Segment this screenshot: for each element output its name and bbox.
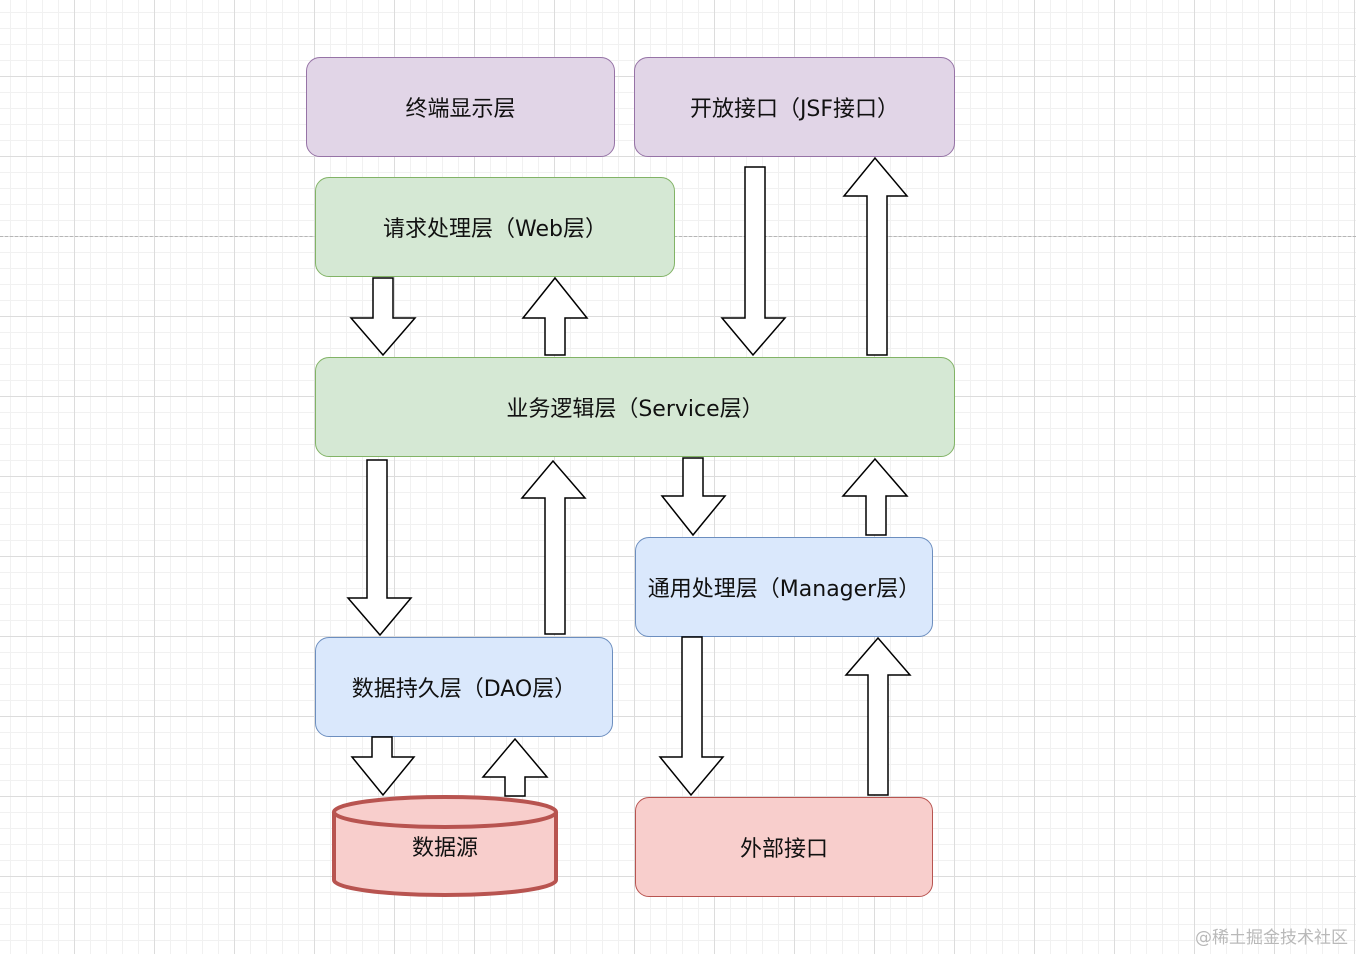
service-layer[interactable]: 业务逻辑层（Service层） (315, 357, 955, 457)
dao-layer-label: 数据持久层（DAO层） (351, 677, 577, 702)
manager-layer-label: 通用处理层（Manager层） (647, 577, 921, 602)
arrow-manager-to-external (658, 636, 725, 797)
external-interface[interactable]: 外部接口 (635, 797, 933, 897)
arrow-service-to-manager (660, 457, 727, 537)
watermark: @稀土掘金技术社区 (1195, 928, 1348, 948)
open-api-layer[interactable]: 开放接口（JSF接口） (634, 57, 955, 157)
arrow-openapi-to-service (720, 166, 787, 357)
manager-layer[interactable]: 通用处理层（Manager层） (635, 537, 933, 637)
arrow-web-to-service (349, 277, 417, 357)
web-layer[interactable]: 请求处理层（Web层） (315, 177, 675, 277)
dao-layer[interactable]: 数据持久层（DAO层） (315, 637, 613, 737)
arrow-service-to-web (521, 276, 589, 356)
terminal-display-layer-label: 终端显示层 (405, 97, 516, 122)
open-api-layer-label: 开放接口（JSF接口） (689, 97, 900, 122)
arrow-dao-to-service (520, 459, 587, 635)
terminal-display-layer[interactable]: 终端显示层 (306, 57, 615, 157)
arrow-external-to-manager (844, 636, 912, 796)
datasource-label: 数据源 (411, 836, 478, 861)
service-layer-label: 业务逻辑层（Service层） (506, 397, 764, 422)
web-layer-label: 请求处理层（Web层） (383, 217, 607, 242)
dashed-divider (0, 236, 1356, 237)
arrow-datasource-to-dao (481, 737, 549, 797)
arrow-manager-to-service (841, 457, 909, 536)
external-interface-label: 外部接口 (739, 837, 828, 862)
datasource-cylinder[interactable] (332, 795, 558, 897)
arrow-service-to-openapi (842, 156, 909, 356)
arrow-dao-to-datasource (350, 736, 416, 797)
arrow-service-to-dao (346, 459, 413, 637)
